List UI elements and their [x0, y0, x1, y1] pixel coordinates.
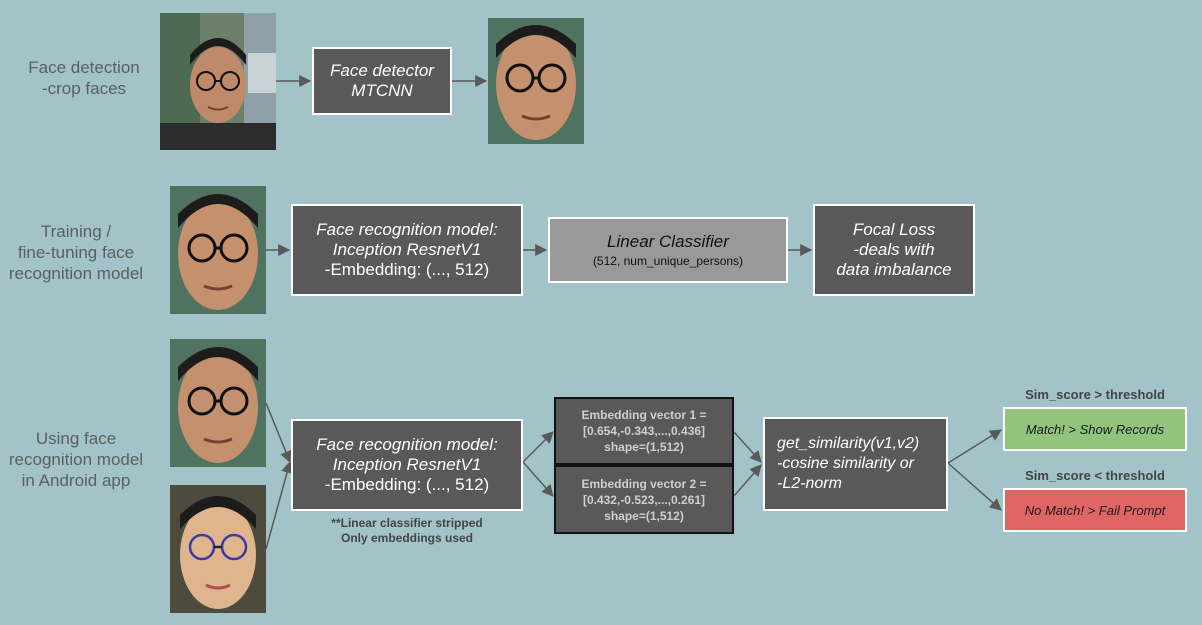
- embedding-title: Embedding vector 1 =: [581, 408, 707, 422]
- arrow-photo2-to-model: [265, 460, 293, 550]
- face-recognition-model-training: Face recognition model: Inception Resnet…: [291, 204, 523, 296]
- stage-label-line: fine-tuning face: [17, 243, 135, 262]
- embedding-values: [0.432,-0.523,...,0.261]: [582, 492, 706, 507]
- face-recognition-model-android: Face recognition model: Inception Resnet…: [291, 419, 523, 511]
- embedding-values: [0.654,-0.343,...,0.436]: [582, 424, 706, 438]
- face-photo-training: [170, 186, 266, 314]
- detector-title: Face detector: [330, 61, 434, 80]
- similarity-title: get_similarity(v1,v2): [777, 435, 920, 452]
- model-embedding: -Embedding: (..., 512): [324, 260, 490, 279]
- stage-label-line: in Android app: [21, 471, 131, 490]
- stage-label-line: recognition model: [8, 450, 144, 469]
- loss-desc-1: -deals with: [853, 240, 935, 259]
- stage-label-line: Face detection: [28, 58, 140, 77]
- model-title: Face recognition model:: [316, 435, 498, 454]
- similarity-function-box: get_similarity(v1,v2) -cosine similarity…: [763, 417, 948, 511]
- classifier-shape: (512, num_unique_persons): [592, 254, 744, 268]
- classifier-stripped-note: **Linear classifier stripped Only embedd…: [296, 516, 518, 546]
- face-photo-input-1: [170, 339, 266, 467]
- similarity-method-1: -cosine similarity or: [777, 455, 914, 472]
- classifier-title: Linear Classifier: [607, 232, 729, 251]
- arrow-sim-to-match: [947, 429, 1003, 464]
- note-line: Only embeddings used: [340, 531, 474, 545]
- face-photo-original: [160, 13, 276, 150]
- match-result-box: Match! > Show Records: [1003, 407, 1187, 451]
- similarity-method-2: -L2-norm: [777, 475, 842, 492]
- stage-label-detection: Face detection -crop faces: [18, 57, 150, 99]
- model-name: Inception ResnetV1: [332, 240, 482, 259]
- stage-label-training: Training / fine-tuning face recognition …: [2, 221, 150, 284]
- face-photo-cropped: [488, 18, 584, 144]
- embedding-shape: shape=(1,512): [604, 440, 684, 454]
- stage-label-android: Using face recognition model in Android …: [2, 428, 150, 491]
- embedding-title: Embedding vector 2 =: [581, 476, 707, 491]
- condition-match-label: Sim_score > threshold: [1025, 387, 1165, 402]
- stage-label-line: -crop faces: [41, 79, 127, 98]
- loss-desc-2: data imbalance: [836, 260, 952, 279]
- embedding-vector-2-box: Embedding vector 2 = [0.432,-0.523,...,0…: [554, 465, 734, 534]
- stage-label-line: recognition model: [8, 264, 144, 283]
- model-title: Face recognition model:: [316, 220, 498, 239]
- embedding-shape: shape=(1,512): [604, 508, 684, 523]
- face-detector-box: Face detector MTCNN: [312, 47, 452, 115]
- arrow-model-to-emb2: [522, 461, 554, 497]
- arrow-emb1-to-sim: [733, 431, 762, 463]
- note-line: **Linear classifier stripped: [331, 516, 483, 530]
- detector-name: MTCNN: [351, 81, 413, 100]
- condition-nomatch-label: Sim_score < threshold: [1025, 468, 1165, 483]
- embedding-vector-1-box: Embedding vector 1 = [0.654,-0.343,...,0…: [554, 397, 734, 465]
- arrow-model-to-emb1: [522, 431, 554, 463]
- stage-label-line: Training /: [40, 222, 112, 241]
- nomatch-result-box: No Match! > Fail Prompt: [1003, 488, 1187, 532]
- arrow-emb2-to-sim: [733, 464, 762, 497]
- linear-classifier-box: Linear Classifier (512, num_unique_perso…: [548, 217, 788, 283]
- loss-title: Focal Loss: [852, 220, 936, 239]
- model-embedding: -Embedding: (..., 512): [324, 475, 490, 494]
- focal-loss-box: Focal Loss -deals with data imbalance: [813, 204, 975, 296]
- model-name: Inception ResnetV1: [332, 455, 482, 474]
- arrow-sim-to-nomatch: [947, 462, 1002, 511]
- arrow-photo1-to-model: [265, 402, 292, 464]
- face-photo-input-2: [170, 485, 266, 613]
- stage-label-line: Using face: [35, 429, 117, 448]
